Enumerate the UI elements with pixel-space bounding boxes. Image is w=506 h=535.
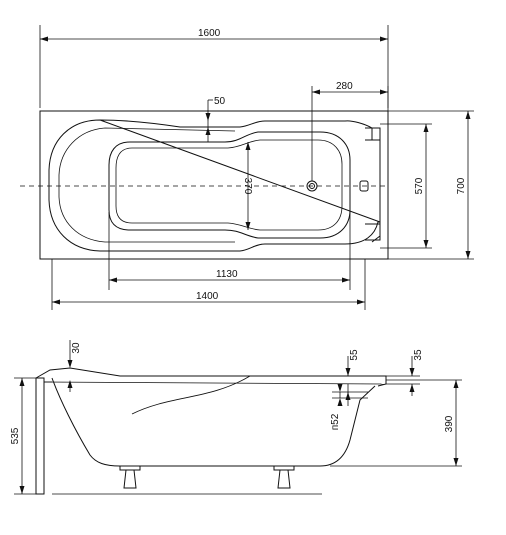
dim-label-700: 700: [456, 177, 467, 194]
dim-label-570: 570: [414, 177, 425, 194]
dim-label-1600: 1600: [198, 28, 221, 39]
overflow-notch-top: [365, 127, 381, 141]
left-panel: [35, 377, 45, 495]
tub-rim-inner-line: [58, 127, 236, 243]
dim-label-n52: п52: [330, 413, 341, 430]
tub-rim-contour: [48, 119, 381, 252]
tub-inner-curve: [131, 375, 251, 415]
tub-basin-inner-line: [115, 139, 343, 231]
dim-label-30: 30: [71, 342, 82, 354]
dim-label-390: 390: [444, 415, 455, 432]
right-leg: [273, 466, 295, 489]
dim-label-280: 280: [336, 81, 353, 92]
dim-label-50: 50: [214, 96, 226, 107]
dim-label-55: 55: [349, 349, 360, 361]
dim-label-35: 35: [413, 349, 424, 361]
side-view: 30 55 п52 35 390 535: [10, 340, 462, 495]
tub-outline-top: [39, 110, 389, 260]
dim-label-535: 535: [10, 427, 21, 444]
dim-label-1130: 1130: [216, 269, 238, 280]
tub-basin-contour: [108, 131, 351, 239]
overflow-hole: [359, 180, 369, 192]
overflow-notch-bottom: [365, 223, 381, 241]
drain-inner: [309, 183, 315, 189]
dim-label-1400: 1400: [196, 291, 219, 302]
top-view: 1600 280 50 370 570 700: [20, 25, 474, 310]
dim-label-370: 370: [242, 178, 253, 195]
tub-body-side: [51, 377, 376, 467]
left-leg: [119, 466, 141, 489]
